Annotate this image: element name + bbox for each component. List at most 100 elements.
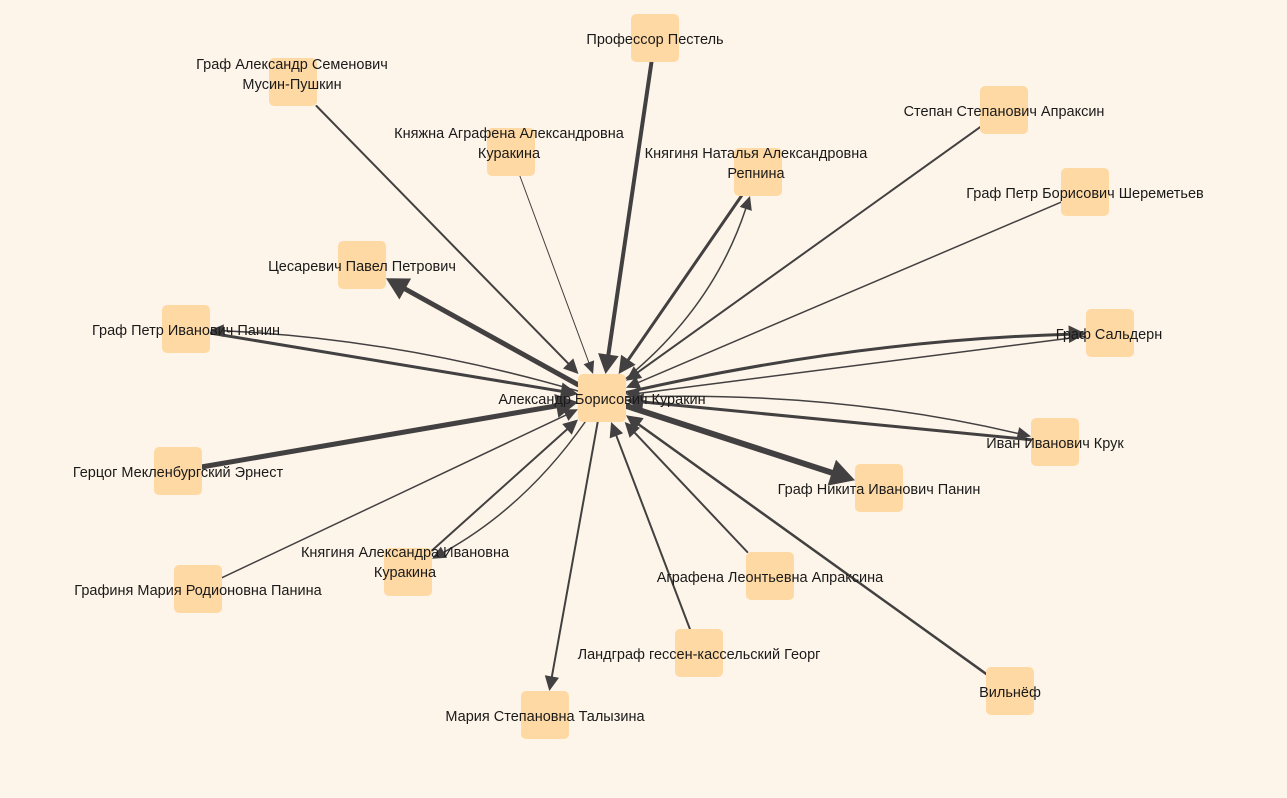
arrowhead-icon (626, 376, 641, 389)
arrowhead-icon (554, 394, 578, 418)
node-label-georg: Ландграф гессен-кассельский Георг (578, 647, 821, 663)
edge-line (443, 421, 586, 553)
node-box-repnina[interactable] (734, 148, 782, 196)
node-box-apraksina[interactable] (746, 552, 794, 600)
node-box-center[interactable] (578, 374, 626, 422)
edge-agrafena_k-to-center (519, 175, 595, 374)
edge-saldern-to-center (626, 335, 1087, 400)
edge-center-to-kruk (625, 395, 1031, 440)
node-label-apraksin: Степан Степанович Апраксин (904, 104, 1105, 120)
edge-line (637, 126, 981, 374)
node-box-panin_n[interactable] (855, 464, 903, 512)
arrowhead-icon (386, 278, 412, 300)
node-label-vilnef: Вильнёф (979, 685, 1041, 701)
edge-center-to-pavel (386, 278, 581, 388)
edge-line (208, 331, 563, 393)
arrowhead-icon (626, 415, 644, 432)
arrowhead-icon (626, 366, 643, 381)
edge-line (199, 403, 559, 470)
node-label-center: Александр Борисович Куракин (498, 392, 705, 408)
edge-line (431, 428, 568, 552)
node-box-musin[interactable] (269, 58, 317, 106)
edge-center-to-panin_n (623, 402, 855, 486)
edge-center-to-alexandra (432, 421, 586, 559)
edge-line (625, 395, 1019, 435)
edge-line (606, 60, 654, 357)
edge-line (615, 434, 691, 630)
arrowhead-icon (544, 675, 559, 691)
arrowhead-icon (609, 422, 624, 439)
node-box-apraksin[interactable] (980, 86, 1028, 134)
edge-line (221, 414, 567, 579)
node-label-pavel: Цесаревич Павел Петрович (268, 259, 456, 275)
node-box-pestel[interactable] (631, 14, 679, 62)
node-box-panin_p[interactable] (162, 305, 210, 353)
node-box-sheremetev[interactable] (1061, 168, 1109, 216)
edge-center-to-saldern (624, 325, 1086, 394)
node-box-alexandra[interactable] (384, 548, 432, 596)
node-label-ernest: Герцог Мекленбургский Эрнест (73, 465, 284, 481)
edges-layer (199, 60, 1087, 691)
node-box-ernest[interactable] (154, 447, 202, 495)
arrowhead-icon (624, 422, 640, 438)
node-box-talyzina[interactable] (521, 691, 569, 739)
edge-line (625, 208, 747, 380)
arrowhead-icon (739, 196, 752, 211)
edge-ernest-to-center (199, 394, 578, 470)
node-label-alexandra: Княгиня Александра Ивановна (301, 545, 510, 561)
node-box-agrafena_k[interactable] (487, 128, 535, 176)
edge-line (638, 335, 1087, 394)
node-box-georg[interactable] (675, 629, 723, 677)
arrowhead-icon (563, 409, 578, 421)
arrowhead-icon (1068, 325, 1086, 343)
arrowhead-icon (210, 324, 224, 338)
node-label-kruk: Иван Иванович Крук (986, 436, 1124, 452)
arrowhead-icon (583, 360, 595, 374)
node-label-musin: Граф Александр Семенович (196, 57, 388, 73)
edge-line (633, 431, 749, 553)
edge-vilnef-to-center (626, 415, 988, 676)
edge-line (519, 175, 590, 363)
edge-line (222, 329, 579, 392)
edge-center-to-panin_p (210, 324, 579, 392)
edge-center-to-repnina (625, 196, 752, 380)
labels-layer: Александр Борисович Куракин Профессор Пес… (73, 32, 1204, 725)
edge-kruk-to-center (626, 393, 1033, 442)
arrowhead-icon (563, 358, 579, 374)
node-box-pavel[interactable] (338, 241, 386, 289)
node-label-alexandra: Куракина (374, 565, 437, 581)
arrowhead-icon (562, 419, 578, 435)
node-box-vilnef[interactable] (986, 667, 1034, 715)
edge-center-to-talyzina (544, 421, 599, 691)
node-label-agrafena_k: Княжна Аграфена Александровна (394, 126, 625, 142)
arrowhead-icon (598, 353, 619, 374)
node-label-panina: Графиня Мария Родионовна Панина (74, 583, 322, 599)
node-label-repnina: Репнина (727, 166, 785, 182)
edge-apraksina-to-center (624, 422, 749, 553)
node-label-panin_n: Граф Никита Иванович Панин (778, 482, 981, 498)
edge-line (641, 400, 1033, 442)
node-label-talyzina: Мария Степановна Талызина (445, 709, 645, 725)
edge-line (315, 105, 570, 365)
edge-line (624, 332, 1071, 394)
arrowhead-icon (827, 459, 855, 486)
node-label-agrafena_k: Куракина (478, 146, 541, 162)
nodes-layer (154, 14, 1134, 739)
node-box-kruk[interactable] (1031, 418, 1079, 466)
arrowhead-icon (626, 393, 644, 411)
node-box-saldern[interactable] (1086, 309, 1134, 357)
node-label-pestel: Профессор Пестель (586, 32, 723, 48)
edge-apraksin-to-center (626, 126, 981, 381)
node-box-panina[interactable] (174, 565, 222, 613)
node-label-saldern: Граф Сальдерн (1056, 327, 1162, 343)
edge-panin_p-to-center (208, 331, 578, 400)
arrowhead-icon (432, 546, 447, 559)
edge-line (637, 423, 988, 676)
edge-musin-to-center (315, 105, 579, 374)
edge-line (626, 194, 743, 362)
edge-sheremetev-to-center (626, 201, 1062, 389)
node-label-sheremetev: Граф Петр Борисович Шереметьев (966, 186, 1204, 202)
arrowhead-icon (1016, 427, 1031, 440)
edge-line (402, 286, 581, 388)
